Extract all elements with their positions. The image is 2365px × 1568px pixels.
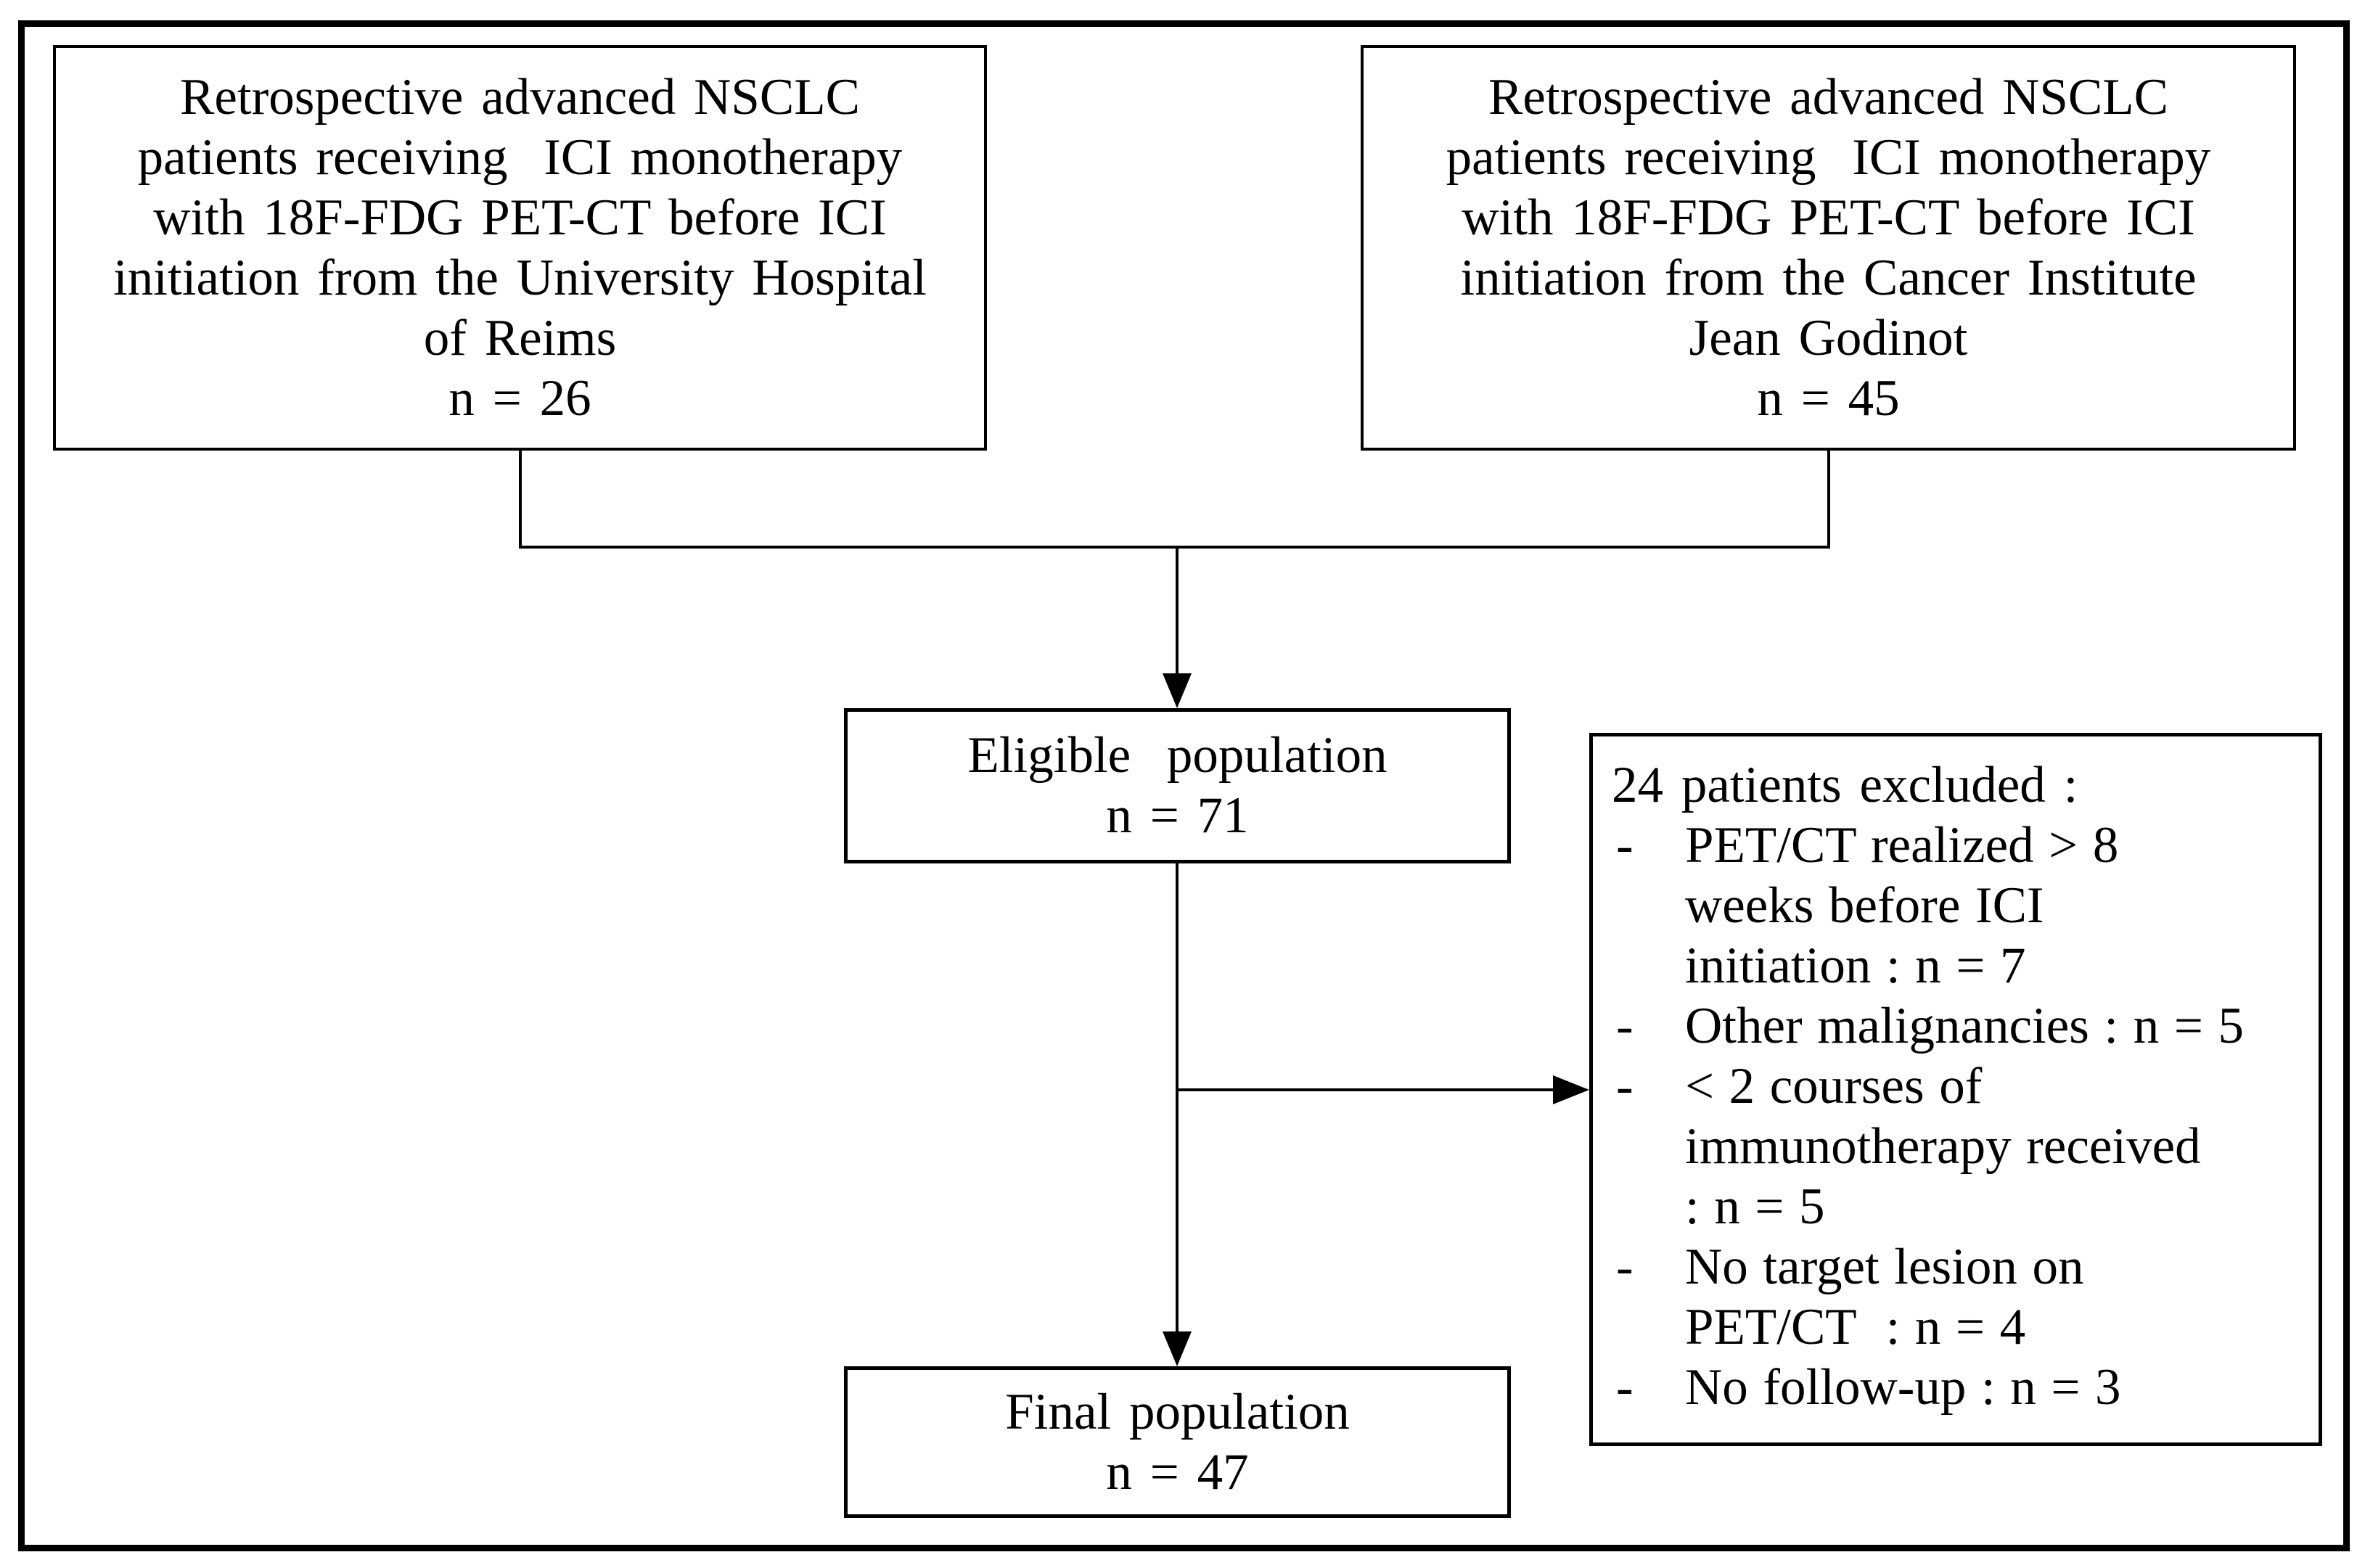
text-line: PET/CT : n = 4 (1685, 1299, 2026, 1355)
sample-size-reims: n = 26 (448, 369, 591, 427)
text-line: : n = 5 (1685, 1178, 1825, 1235)
sample-size-eligible: n = 71 (1106, 787, 1249, 844)
text-line: No follow-up : n = 3 (1685, 1359, 2121, 1416)
excluded-item: - No target lesion on PET/CT : n = 4 (1612, 1237, 2304, 1358)
dash-bullet: - (1616, 998, 1634, 1054)
excluded-item-text: No follow-up : n = 3 (1685, 1358, 2304, 1418)
excluded-item: - No follow-up : n = 3 (1612, 1358, 2304, 1418)
excluded-patients-box: 24 patients excluded : - PET/CT realized… (1589, 733, 2322, 1446)
arrowhead-down-eligible (1163, 673, 1192, 708)
text-line: < 2 courses of (1685, 1058, 1983, 1115)
text-line: Retrospective advanced NSCLC (1488, 68, 2168, 126)
sample-size-final: n = 47 (1106, 1443, 1249, 1501)
connector-final-arrow-line (1176, 863, 1179, 1335)
text-line: Eligible population (967, 727, 1388, 784)
source-box-reims: Retrospective advanced NSCLC patients re… (53, 45, 987, 451)
text-line: immunotherapy received (1685, 1118, 2201, 1175)
dash-bullet: - (1616, 1058, 1634, 1115)
excluded-item: - PET/CT realized > 8 weeks before ICI i… (1612, 816, 2304, 996)
text-line: Retrospective advanced NSCLC (180, 68, 860, 126)
excluded-item-text: Other malignancies : n = 5 (1685, 996, 2304, 1056)
arrowhead-down-final (1163, 1331, 1192, 1366)
excluded-item: - < 2 courses of immunotherapy received … (1612, 1056, 2304, 1237)
sample-size-godinot: n = 45 (1757, 369, 1900, 427)
connector-left-stub (519, 451, 522, 547)
text-line: with 18F-FDG PET-CT before ICI (1462, 189, 2195, 246)
eligible-population-box: Eligible population n = 71 (844, 708, 1511, 863)
connector-excluded-branch-line (1176, 1088, 1557, 1091)
connector-right-stub (1827, 451, 1830, 547)
dash-bullet: - (1616, 1239, 1634, 1295)
dash-bullet: - (1616, 817, 1634, 874)
text-line: patients receiving ICI monotherapy (1446, 128, 2211, 186)
arrowhead-right-excluded (1553, 1075, 1589, 1104)
text-line: Final population (1005, 1383, 1350, 1440)
text-line: No target lesion on (1685, 1239, 2084, 1295)
connector-merge-line (519, 546, 1830, 549)
text-line: with 18F-FDG PET-CT before ICI (153, 189, 887, 246)
excluded-item-text: No target lesion on PET/CT : n = 4 (1685, 1237, 2304, 1358)
excluded-header: 24 patients excluded : (1612, 757, 2078, 813)
source-box-godinot: Retrospective advanced NSCLC patients re… (1361, 45, 2296, 451)
final-population-box: Final population n = 47 (844, 1366, 1511, 1518)
text-line: Other malignancies : n = 5 (1685, 998, 2244, 1054)
text-line: patients receiving ICI monotherapy (137, 128, 903, 186)
connector-eligible-arrow-line (1176, 546, 1179, 678)
text-line: initiation from the University Hospital (113, 249, 927, 306)
text-line: initiation from the Cancer Institute (1460, 249, 2197, 306)
text-line: of Reims (423, 309, 617, 366)
dash-bullet: - (1616, 1359, 1634, 1416)
text-line: Jean Godinot (1689, 309, 1968, 366)
excluded-item-text: PET/CT realized > 8 weeks before ICI ini… (1685, 816, 2304, 996)
text-line: weeks before ICI (1685, 877, 2044, 934)
excluded-item-text: < 2 courses of immunotherapy received : … (1685, 1056, 2304, 1237)
text-line: PET/CT realized > 8 (1685, 817, 2119, 874)
text-line: initiation : n = 7 (1685, 937, 2026, 994)
excluded-item: - Other malignancies : n = 5 (1612, 996, 2304, 1056)
